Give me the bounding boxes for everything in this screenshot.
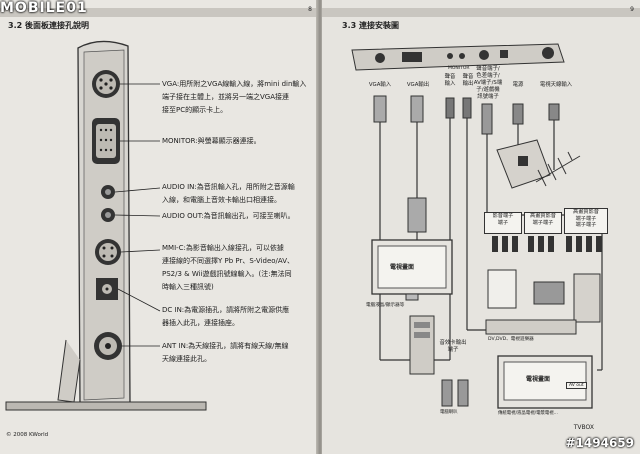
annotation-audio-in: AUDIO IN:為音訊輸入孔，用所附之音源輸 入線，和電腦上音效卡輸出口相連接…	[162, 183, 295, 204]
speaker-output-caption: 音效卡輸出 端子	[439, 340, 467, 353]
annotation-dc-in: DC IN:為電源插孔，請將所附之電源供應 器插入此孔，連接插座。	[162, 306, 290, 327]
label-av-terminal: 聲音端子/ 色差端子/ AV端子/S端 子/遊戲機 訊號端子	[473, 66, 503, 100]
device-back-panel-illustration	[5, 40, 207, 411]
label-audio-out: 聲音 輸出	[462, 74, 474, 87]
monitor-caption: 電腦液晶/顯示器等	[366, 303, 405, 308]
connection-diagram	[351, 43, 603, 409]
right-page: 9 3.3 連接安裝圖	[322, 0, 640, 454]
annotation-monitor: MONITOR:與螢幕顯示器連接。	[162, 137, 261, 145]
section-title: 3.3 連接安裝圖	[342, 21, 399, 30]
annotation-vga: VGA:用所附之VGA線輸入線，將mini din輸入 端子接在主體上，並將另一…	[162, 80, 307, 114]
watermark-logo: MOBILE01	[0, 0, 88, 16]
right-footer: TVBOX	[573, 424, 594, 431]
annotation-mmi-c: MMI-C:為影音輸出入線接孔，可以依據 連接線的不同選擇Y Pb Pr、S-V…	[162, 244, 295, 291]
header-bar	[322, 8, 640, 17]
speaker-bottom-caption: 電腦喇叭	[440, 410, 458, 415]
annotation-audio-out: AUDIO OUT:為音訊輸出孔，可接至喇叭。	[162, 212, 295, 220]
left-footer: © 2008 KWorld	[6, 432, 49, 438]
label-antenna: 電視天線輸入	[539, 82, 573, 88]
label-vga-in: VGA輸入	[368, 82, 392, 88]
left-page: 8 3.2 後面板連接孔說明	[0, 0, 318, 454]
label-audio-in: 聲音 輸入	[444, 74, 456, 87]
label-vga-out: VGA輸出	[406, 82, 430, 88]
box-av-terminal: 影音端子 端子	[484, 212, 522, 234]
header-bar	[0, 8, 318, 17]
page-number: 8	[308, 6, 312, 13]
av-out-tag: AV out	[566, 382, 587, 389]
dvd-caption: DV,DVD、電視遊樂器	[488, 337, 534, 342]
port-strip-label: MONITOR	[448, 66, 470, 71]
monitor-screen-text: 電視畫面	[390, 264, 415, 271]
label-power: 電源	[512, 82, 524, 88]
tv-caption: 傳統電視/液晶電視/電漿電視...	[498, 411, 558, 416]
annotation-ant-in: ANT IN:為天線接孔，請將有線天線/無線 天線連接此孔。	[162, 342, 289, 363]
watermark-id: #1494659	[565, 436, 634, 450]
box-hd-av-terminal: 高畫質影音 端子端子 端子端子	[564, 208, 608, 234]
section-title: 3.2 後面板連接孔說明	[8, 21, 89, 30]
book-spine	[316, 0, 324, 454]
tv-screen-text: 電視畫面	[526, 376, 551, 383]
page-number: 9	[630, 6, 634, 13]
box-component-terminal: 高畫質影音 端子端子	[524, 212, 562, 234]
